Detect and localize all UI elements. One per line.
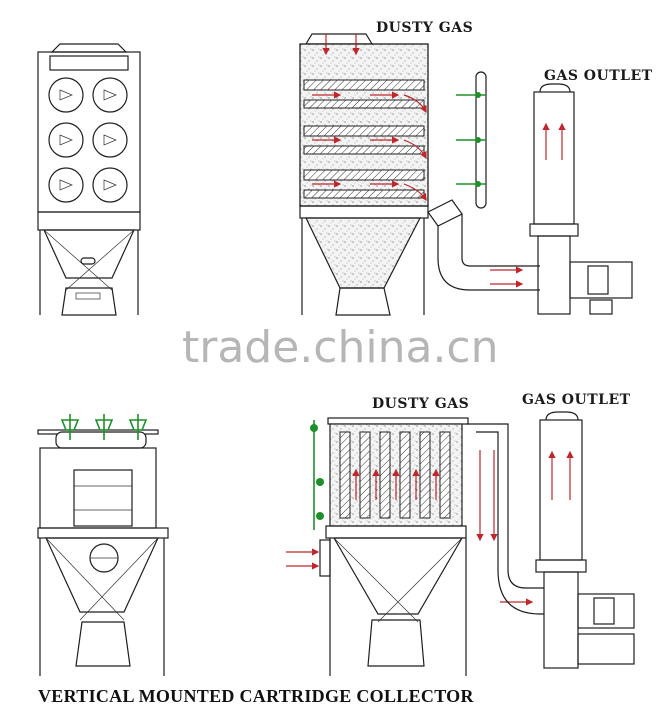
pulse-valves-bottom-right: [310, 420, 324, 530]
airflow-arrows-bottom: [286, 450, 534, 606]
front-view-top: [37, 43, 141, 316]
gas-outlet-label-top: GAS OUTLET: [544, 68, 653, 84]
filter-cartridge-grid: [48, 77, 128, 203]
diagram-caption: VERTICAL MOUNTED CARTRIDGE COLLECTOR: [38, 686, 474, 706]
filter-shelves: [303, 79, 425, 199]
pulse-valves-bottom-left: [60, 414, 148, 440]
exhaust-stack-bottom: [539, 411, 583, 561]
pulse-valves-top: [456, 92, 486, 187]
side-section-top: [299, 33, 633, 316]
dusty-gas-label-top: DUSTY GAS: [376, 20, 473, 36]
dusty-gas-label-bottom: DUSTY GAS: [372, 396, 469, 412]
front-view-bottom: [37, 414, 169, 676]
gas-outlet-label-bottom: GAS OUTLET: [522, 392, 631, 408]
side-section-bottom: [286, 411, 635, 676]
fan-motor-top: [529, 223, 633, 315]
fan-motor-bottom: [535, 559, 635, 669]
cartridges-bottom: [339, 431, 451, 519]
watermark-text: trade.china.cn: [182, 322, 499, 373]
airflow-arrows-top: [312, 34, 427, 202]
exhaust-stack-top: [533, 83, 575, 225]
